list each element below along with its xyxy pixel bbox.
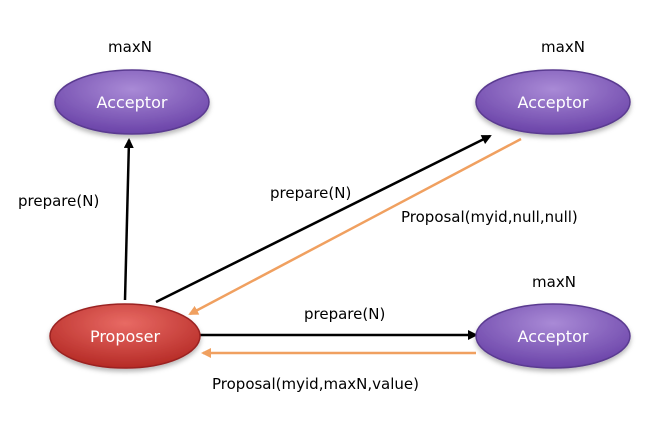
prepare-label-top-right: prepare(N) bbox=[270, 184, 351, 202]
acceptor-top-right-label: Acceptor bbox=[518, 93, 589, 112]
prepare-label-top-left: prepare(N) bbox=[18, 192, 99, 210]
acceptor-bottom-right-shape bbox=[475, 303, 631, 369]
acceptor-bottom-right-state: maxN bbox=[532, 273, 576, 291]
acceptor-top-left-node: Acceptor bbox=[54, 69, 210, 135]
proposer-label: Proposer bbox=[90, 327, 161, 346]
proposer-shape bbox=[49, 303, 201, 369]
proposal-arrow-from-top-right bbox=[188, 137, 522, 316]
prepare-arrow-to-top-right bbox=[155, 134, 492, 304]
acceptor-top-right-state: maxN bbox=[541, 38, 585, 56]
acceptor-top-left-shape bbox=[54, 69, 210, 135]
proposal-label-bottom-right: Proposal(myid,maxN,value) bbox=[212, 375, 419, 393]
acceptor-bottom-right-node: Acceptor bbox=[475, 303, 631, 369]
acceptor-top-right-shape bbox=[475, 69, 631, 135]
proposer-node: Proposer bbox=[49, 303, 201, 369]
acceptor-top-left-label: Acceptor bbox=[97, 93, 168, 112]
acceptor-bottom-right-label: Acceptor bbox=[518, 327, 589, 346]
acceptor-top-left-state: maxN bbox=[108, 38, 152, 56]
prepare-arrow-to-top-left bbox=[123, 138, 134, 301]
prepare-label-bottom-right: prepare(N) bbox=[304, 305, 385, 323]
proposal-label-top-right: Proposal(myid,null,null) bbox=[401, 208, 578, 226]
acceptor-top-right-node: Acceptor bbox=[475, 69, 631, 135]
